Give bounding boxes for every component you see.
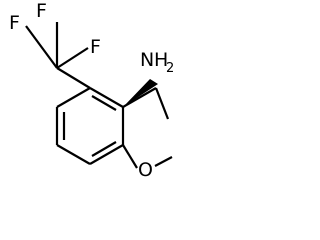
nitrogen-atom-label: N	[140, 49, 154, 71]
trifluoromethyl-group: F F F	[9, 0, 101, 89]
ring-bond-c3-c4	[89, 144, 124, 165]
bond-c-f1	[25, 25, 58, 69]
ring-double-bond-c3-c4	[91, 141, 117, 157]
bond-c-f3	[56, 47, 89, 69]
methoxy-group: O	[122, 144, 173, 181]
bond-ring-to-chiral-carbon	[122, 87, 157, 108]
bond-ring-to-cf3-carbon	[56, 67, 91, 89]
fluorine-atom-label: F	[9, 12, 20, 34]
bond-oxygen-to-methyl	[154, 156, 173, 167]
bond-ring-to-oxygen	[122, 144, 138, 169]
fluorine-atom-label: F	[36, 0, 47, 22]
ring-bond-c1-c2	[89, 87, 124, 108]
ring-bond-c4-c5	[56, 144, 91, 165]
ring-bond-c6-c1	[56, 87, 91, 108]
chemical-structure-diagram: F F F N H 2 O	[9, 0, 174, 181]
bond-chiral-carbon-to-methyl	[154, 87, 170, 120]
hydrogen-atom-label: H	[154, 49, 168, 71]
aminoethyl-group: N H 2	[122, 49, 174, 120]
fluorine-atom-label: F	[90, 36, 101, 58]
ring-double-bond-c1-c2	[91, 95, 117, 111]
hydrogen-count-subscript: 2	[166, 61, 174, 76]
oxygen-atom-label: O	[138, 159, 153, 181]
benzene-ring	[55, 87, 125, 165]
wedge-bond-to-amine	[123, 79, 158, 107]
